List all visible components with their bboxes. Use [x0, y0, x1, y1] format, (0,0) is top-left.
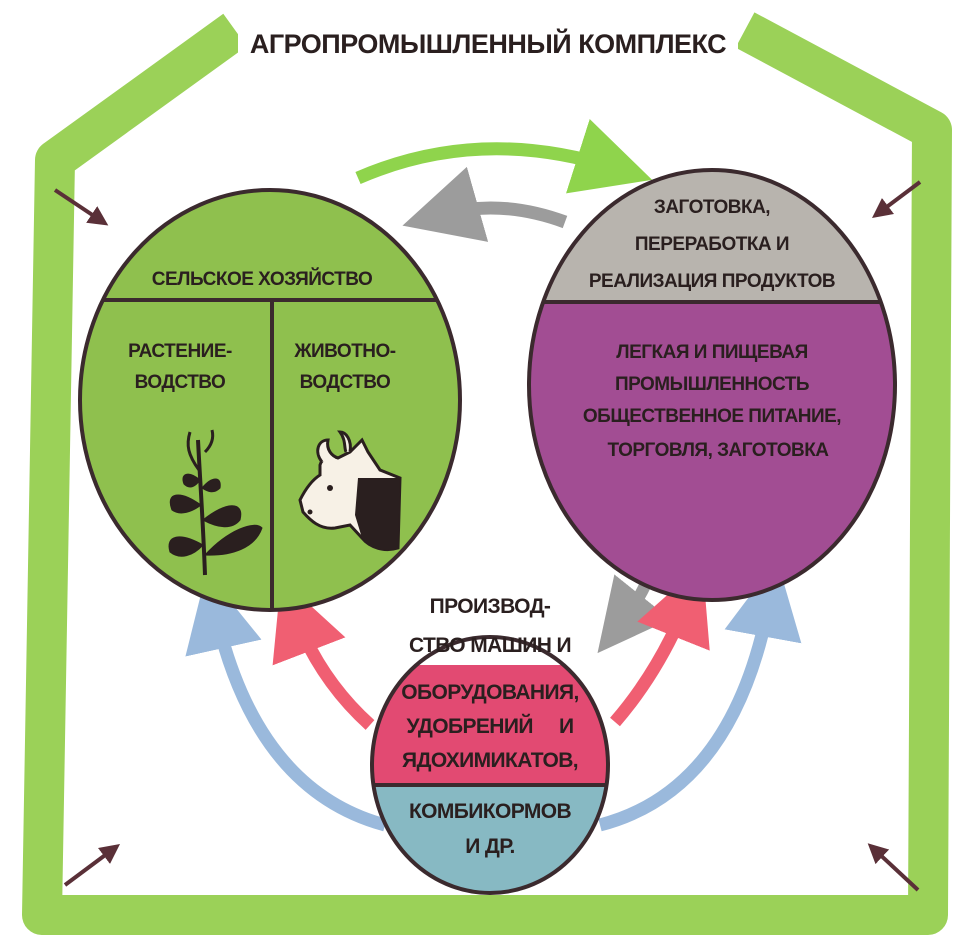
corner-arrow-top-left-icon [53, 188, 109, 226]
production-line1: ПРОИЗВОД- [430, 595, 551, 618]
production-circle: ПРОИЗВОД- СТВО МАШИН И ОБОРУДОВАНИЯ, УДО… [370, 595, 610, 895]
cow-icon [298, 430, 402, 552]
production-line6: КОМБИКОРМОВ [409, 800, 572, 823]
diagram-title: АГРОПРОМЫШЛЕННЫЙ КОМПЛЕКС [250, 28, 726, 59]
corner-arrow-top-right-icon [872, 180, 922, 218]
processing-line2: ПЕРЕРАБОТКА И [635, 234, 789, 255]
processing-body4: ТОРГОВЛЯ, ЗАГОТОВКА [607, 440, 829, 461]
arrow-production-to-livestock-icon [272, 578, 375, 730]
frame-outline [22, 12, 952, 935]
agriculture-header: СЕЛЬСКОЕ ХОЗЯЙСТВО [152, 268, 373, 290]
production-line2: СТВО МАШИН И [409, 634, 571, 657]
production-line7: И ДР. [465, 835, 515, 858]
arrow-processing-to-agri-icon [402, 166, 568, 242]
livestock-label-line1: ЖИВОТНО- [293, 341, 395, 362]
processing-circle: ЗАГОТОВКА, ПЕРЕРАБОТКА И РЕАЛИЗАЦИЯ ПРОД… [527, 168, 897, 602]
production-line4: УДОБРЕНИЙ И [406, 714, 573, 738]
processing-body2: ПРОМЫШЛЕННОСТЬ [615, 374, 809, 395]
agriculture-circle: СЕЛЬСКОЕ ХОЗЯЙСТВО РАСТЕНИЕ- ВОДСТВО ЖИВ… [78, 188, 462, 612]
corner-arrow-bottom-left-icon [63, 844, 121, 887]
arrow-production-to-crops-icon [185, 571, 387, 832]
processing-line3: РЕАЛИЗАЦИЯ ПРОДУКТОВ [589, 271, 835, 292]
processing-line1: ЗАГОТОВКА, [654, 197, 770, 218]
processing-body3: ОБЩЕСТВЕННОЕ ПИТАНИЕ, [583, 406, 841, 427]
crops-label-line1: РАСТЕНИЕ- [128, 341, 232, 362]
title-gap [238, 10, 738, 65]
production-line3: ОБОРУДОВАНИЯ, [401, 681, 578, 704]
arrow-production-to-processing-blue-icon [598, 559, 802, 832]
arrow-production-to-processing-icon [610, 563, 710, 727]
plant-icon [168, 429, 263, 576]
production-line5: ЯДОХИМИКАТОВ, [402, 749, 578, 772]
processing-body1: ЛЕГКАЯ И ПИЩЕВАЯ [616, 342, 807, 363]
corner-arrow-bottom-right-icon [867, 843, 920, 892]
crops-label-line2: ВОДСТВО [135, 372, 226, 393]
arrow-agri-to-processing-icon [355, 119, 653, 194]
livestock-label-line2: ВОДСТВО [300, 372, 391, 393]
